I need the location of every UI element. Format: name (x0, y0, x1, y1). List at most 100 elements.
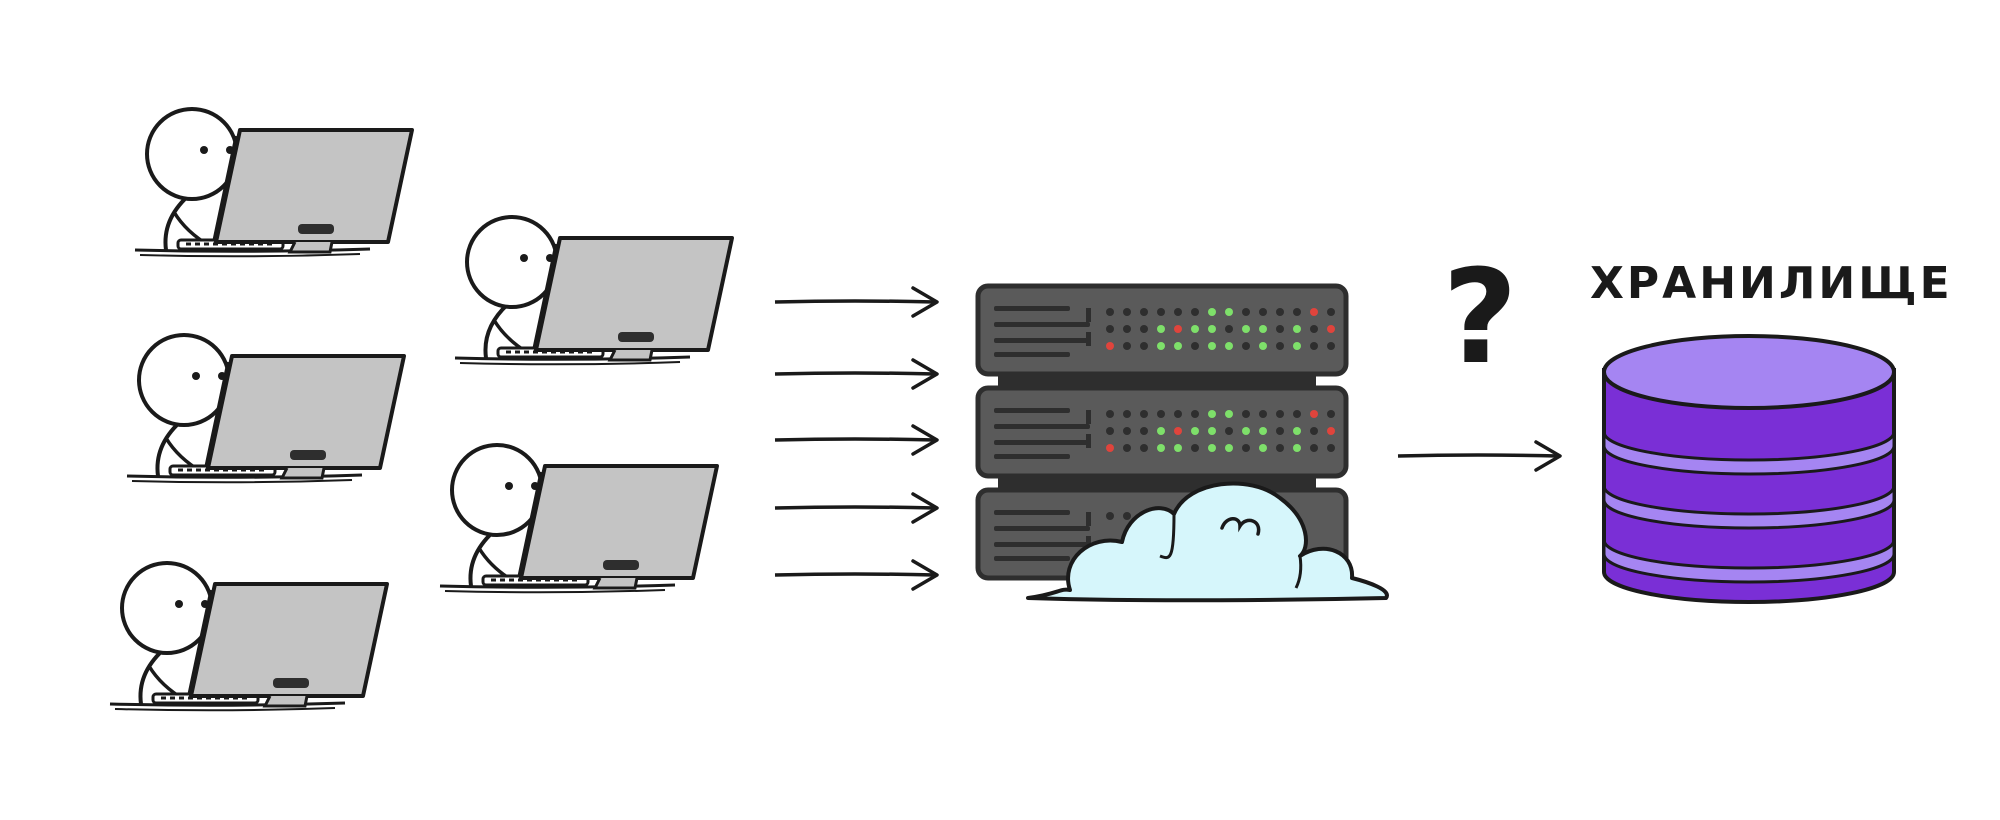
server-led (1310, 427, 1318, 435)
server-led (1123, 342, 1131, 350)
server-led (1276, 427, 1284, 435)
storage-label: ХРАНИЛИЩЕ (1590, 258, 1953, 309)
server-led (1191, 308, 1199, 316)
arrow-icon (773, 424, 939, 456)
server-led (1174, 308, 1182, 316)
server-led (1327, 325, 1335, 333)
server-led (1106, 427, 1114, 435)
server-led (1123, 512, 1131, 520)
server-led (1140, 427, 1148, 435)
server-led (1293, 427, 1301, 435)
server-led (1157, 427, 1165, 435)
server-led (1310, 308, 1318, 316)
user-3 (108, 561, 389, 713)
server-led (1157, 410, 1165, 418)
server-led (1242, 410, 1250, 418)
server-led (1259, 444, 1267, 452)
user-2 (125, 333, 406, 485)
server-led (1174, 427, 1182, 435)
server-led (1123, 444, 1131, 452)
server-led (1174, 444, 1182, 452)
server-led (1106, 512, 1114, 520)
server-led (1140, 444, 1148, 452)
server-led (1276, 342, 1284, 350)
server-led (1123, 325, 1131, 333)
server-led (1327, 308, 1335, 316)
server-led (1293, 325, 1301, 333)
server-led (1310, 410, 1318, 418)
server-led (1157, 325, 1165, 333)
server-led (1259, 342, 1267, 350)
server-led (1225, 444, 1233, 452)
server-led (1276, 325, 1284, 333)
server-led (1327, 444, 1335, 452)
server-led (1191, 410, 1199, 418)
server-led (1327, 410, 1335, 418)
server-led (1293, 342, 1301, 350)
arrow-icon (1396, 440, 1562, 472)
server-led (1276, 444, 1284, 452)
server-led (1242, 444, 1250, 452)
server-led (1140, 325, 1148, 333)
user-1 (133, 107, 414, 259)
server-led (1225, 342, 1233, 350)
server-led (1208, 308, 1216, 316)
server-led (1157, 444, 1165, 452)
server-led (1276, 410, 1284, 418)
server-led (1174, 325, 1182, 333)
server-led (1327, 342, 1335, 350)
server-led (1123, 308, 1131, 316)
server-led (1310, 325, 1318, 333)
server-led (1293, 308, 1301, 316)
server-led (1259, 410, 1267, 418)
server-led (1191, 427, 1199, 435)
arrow-icon (773, 559, 939, 591)
server-led (1293, 444, 1301, 452)
server-led (1123, 410, 1131, 418)
server-led (1106, 410, 1114, 418)
server-led (1208, 444, 1216, 452)
server-led (1106, 342, 1114, 350)
server-led (1106, 444, 1114, 452)
server-led (1106, 325, 1114, 333)
cloud-icon (1026, 481, 1389, 603)
server-led (1242, 325, 1250, 333)
arrow-icon (773, 286, 939, 318)
server-led (1174, 410, 1182, 418)
server-leds (1106, 308, 1335, 520)
server-led (1242, 427, 1250, 435)
server-led (1140, 342, 1148, 350)
server-led (1225, 410, 1233, 418)
server-led (1225, 427, 1233, 435)
server-led (1191, 444, 1199, 452)
arrow-icon (773, 358, 939, 390)
server-led (1310, 444, 1318, 452)
arrow-icon (773, 492, 939, 524)
server-led (1225, 325, 1233, 333)
server-led (1157, 342, 1165, 350)
server-led (1140, 308, 1148, 316)
server-led (1259, 308, 1267, 316)
server-led (1242, 308, 1250, 316)
server-led (1123, 427, 1131, 435)
server-led (1140, 410, 1148, 418)
server-led (1191, 342, 1199, 350)
server-led (1259, 325, 1267, 333)
server-led (1157, 308, 1165, 316)
server-led (1208, 410, 1216, 418)
server-led (1208, 325, 1216, 333)
question-mark: ? (1442, 241, 1518, 393)
server-led (1106, 308, 1114, 316)
server-led (1208, 342, 1216, 350)
server-led (1259, 427, 1267, 435)
database-icon (1602, 334, 1896, 604)
server-led (1174, 342, 1182, 350)
server-led (1293, 410, 1301, 418)
server-led (1208, 427, 1216, 435)
server-led (1310, 342, 1318, 350)
user-5 (438, 443, 719, 595)
server-led (1276, 308, 1284, 316)
user-4 (453, 215, 734, 367)
server-led (1242, 342, 1250, 350)
